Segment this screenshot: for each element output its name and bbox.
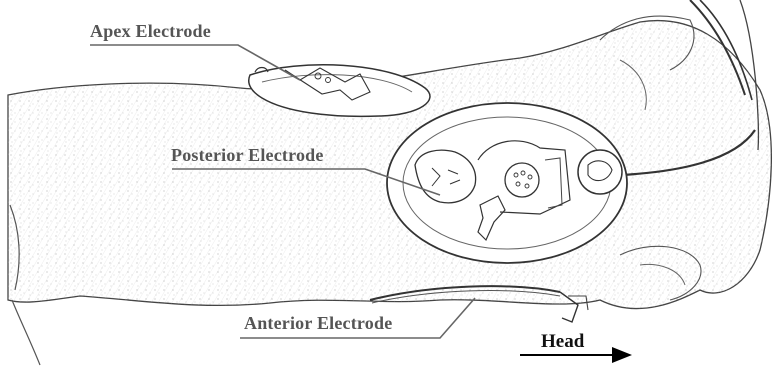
apex-electrode-label: Apex Electrode (90, 21, 211, 42)
anterior-electrode-label: Anterior Electrode (244, 313, 392, 334)
posterior-electrode (387, 103, 627, 263)
posterior-electrode-label: Posterior Electrode (171, 145, 324, 166)
head-direction-label: Head (541, 331, 584, 353)
